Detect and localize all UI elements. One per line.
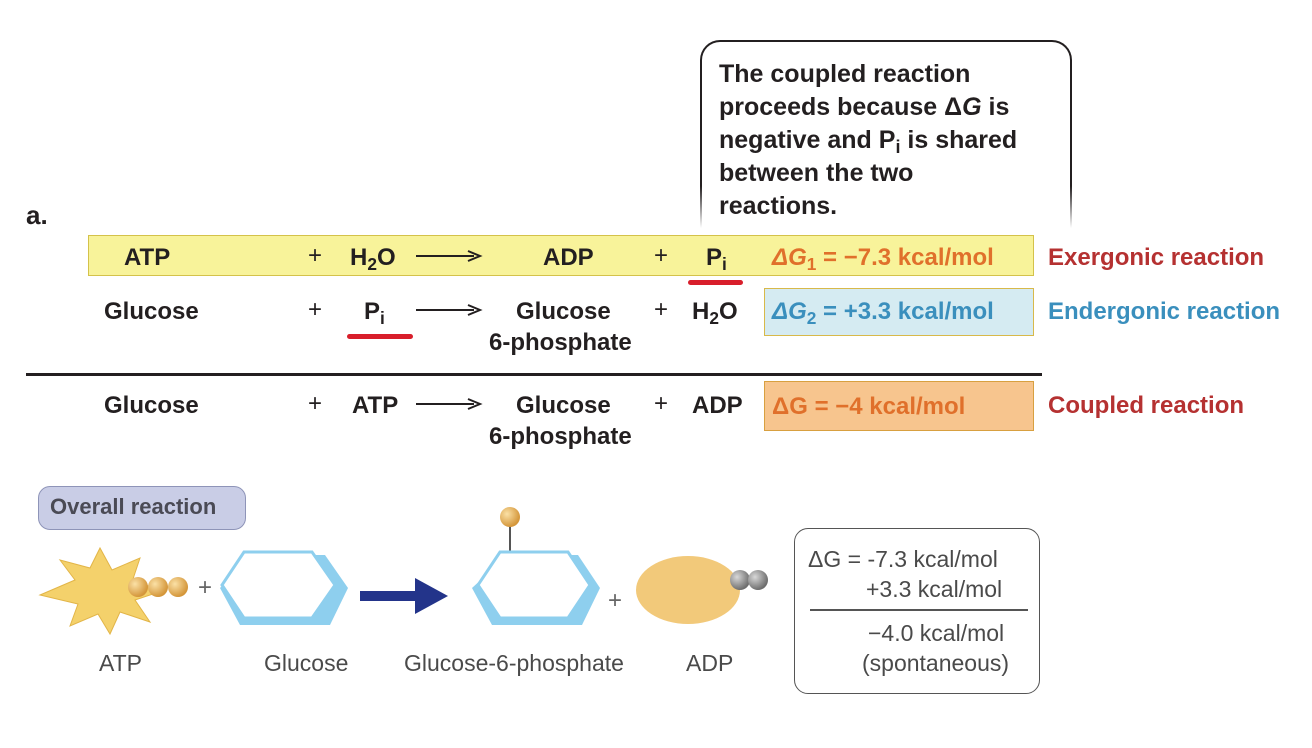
callout-line-2: proceeds because ΔG is: [719, 93, 1010, 121]
coupled-reactant-atp: ATP: [352, 392, 399, 419]
summary-line-1: ΔG = -7.3 kcal/mol: [808, 546, 998, 572]
coupled-product-adp: ADP: [692, 392, 743, 419]
adp-oval-icon: [636, 556, 768, 624]
coupled-reactant-glucose: Glucose: [104, 392, 199, 419]
callout-line-1: The coupled reaction: [719, 60, 971, 88]
exergonic-plus-2: +: [654, 242, 669, 269]
exergonic-product-pi: Pi: [706, 244, 727, 274]
atp-caption: ATP: [99, 650, 143, 676]
exergonic-arrow: [416, 250, 483, 262]
pi-underline-bottom: [347, 334, 413, 339]
coupled-arrow: [416, 398, 483, 410]
delta-g-box: [764, 381, 1034, 431]
endergonic-reactant-glucose: Glucose: [104, 298, 199, 325]
endergonic-product-water: H2O: [692, 298, 738, 328]
endergonic-product-line1: Glucose: [516, 298, 611, 325]
callout-line-3: negative and Pi is shared: [719, 126, 1018, 158]
overall-reaction-label: Overall reaction: [50, 494, 217, 519]
delta-g2-box: [764, 288, 1034, 336]
sum-rule: [26, 373, 1042, 376]
delta-g2: ΔG2 = +3.3 kcal/mol: [772, 298, 994, 328]
coupled-plus-1: +: [308, 390, 323, 417]
summary-line-3: −4.0 kcal/mol: [868, 620, 1005, 646]
pi-underline-top: [688, 280, 743, 285]
coupled-product-line2: 6-phosphate: [489, 423, 632, 450]
summary-line-2: +3.3 kcal/mol: [866, 576, 1003, 602]
endergonic-reactant-pi: Pi: [364, 298, 385, 328]
endergonic-arrow: [416, 304, 483, 316]
endergonic-plus-2: +: [654, 296, 669, 323]
svg-text:+: +: [198, 574, 212, 601]
glucose-hexagon-icon: [220, 550, 348, 625]
endergonic-product-line2: 6-phosphate: [489, 329, 632, 356]
glucose-6-phosphate-icon: [472, 507, 600, 625]
exergonic-reactant-water: H2O: [350, 244, 396, 274]
coupled-plus-2: +: [654, 390, 669, 417]
delta-g1: ΔG1 = −7.3 kcal/mol: [772, 244, 994, 274]
delta-g-coupled: ΔG = −4 kcal/mol: [772, 393, 966, 420]
endergonic-plus-1: +: [308, 296, 323, 323]
callout-text: The coupled reaction proceeds because ΔG…: [719, 58, 1059, 223]
coupled-product-line1: Glucose: [516, 392, 611, 419]
svg-text:+: +: [608, 587, 622, 614]
atp-burst-icon: [38, 546, 188, 636]
reaction-arrow-icon: [360, 578, 448, 614]
exergonic-label: Exergonic reaction: [1048, 244, 1265, 271]
delta-g-summary-box: [794, 528, 1040, 694]
overall-illustration: + +: [38, 507, 768, 636]
callout-line-5: reactions.: [719, 192, 838, 220]
exergonic-highlight: [88, 235, 1034, 276]
endergonic-label: Endergonic reaction: [1048, 298, 1281, 325]
exergonic-reactant-atp: ATP: [124, 244, 171, 271]
summary-line-4: (spontaneous): [862, 650, 1010, 676]
exergonic-plus-1: +: [308, 242, 323, 269]
glucose-caption: Glucose: [264, 650, 349, 676]
overall-reaction-badge: [38, 486, 246, 530]
coupled-label: Coupled reaction: [1048, 392, 1245, 419]
callout-line-4: between the two: [719, 159, 914, 187]
adp-caption: ADP: [686, 650, 734, 676]
panel-label: a.: [26, 200, 48, 230]
summary-rule: [810, 609, 1028, 611]
exergonic-product-adp: ADP: [543, 244, 594, 271]
glucose-6-phosphate-caption: Glucose-6-phosphate: [404, 650, 624, 676]
